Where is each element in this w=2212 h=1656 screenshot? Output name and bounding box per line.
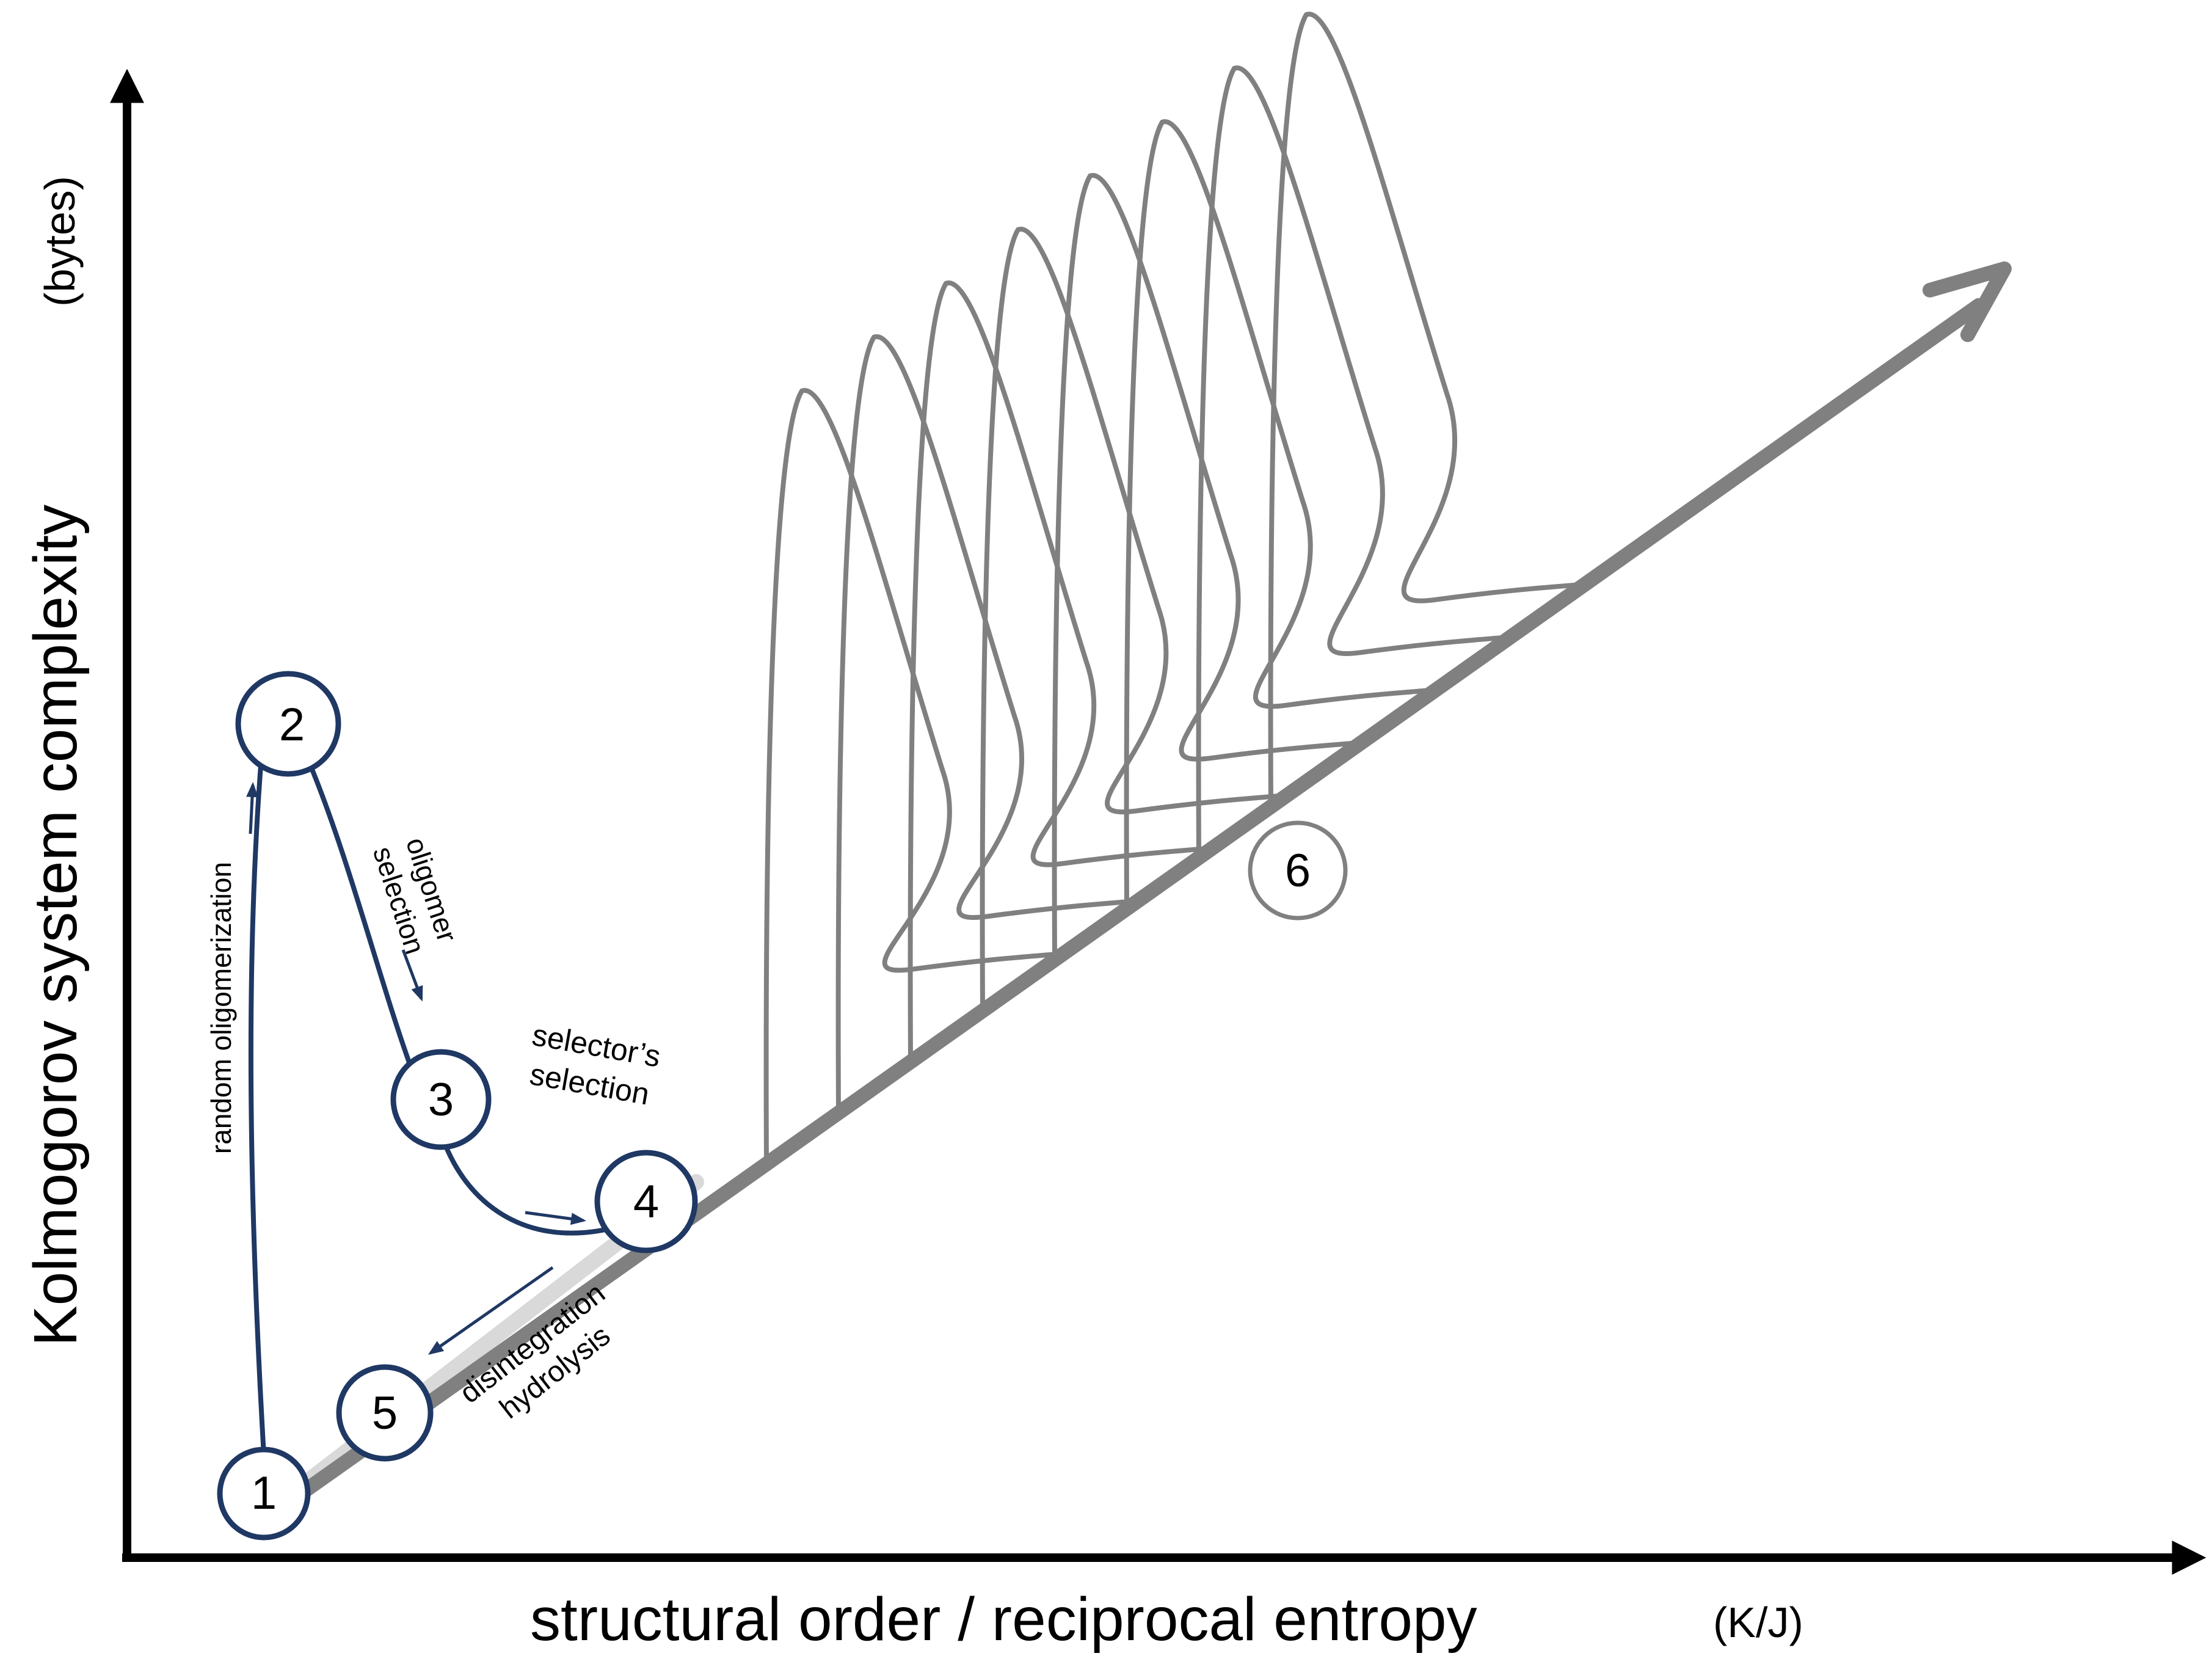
node-label-3: 3: [428, 1074, 454, 1126]
node-label-4: 4: [633, 1176, 659, 1228]
node-5: 5: [336, 1364, 434, 1462]
direction-arrows: [246, 782, 586, 1355]
curve-1-to-2: [248, 735, 291, 1456]
x-axis-title: structural order / reciprocal entropy: [530, 1585, 1477, 1654]
x-axis-unit: (K/J): [1713, 1599, 1803, 1646]
bell-curve-5: [1052, 173, 1358, 960]
arrow-up-icon: [246, 782, 258, 834]
node-2: 2: [235, 671, 341, 777]
node-label-2: 2: [279, 699, 305, 751]
bell-curves: [763, 12, 1582, 1164]
nodes: 1 2 3 4 5 6: [217, 671, 1348, 1541]
bell-curve-1: [763, 388, 1060, 1164]
node-label-5: 5: [372, 1387, 398, 1439]
bell-curve-2: [835, 334, 1135, 1113]
y-axis-unit: (bytes): [36, 176, 84, 307]
label-random-oligomerization: random oligomerization: [205, 862, 237, 1154]
arrow-right-icon: [525, 1211, 586, 1225]
bell-curve-3: [908, 280, 1209, 1062]
node-4: 4: [594, 1150, 698, 1253]
node-label-1: 1: [251, 1467, 277, 1519]
bell-curve-7: [1196, 65, 1507, 858]
arrow-up-right-icon: [1923, 261, 2012, 342]
node-6: 6: [1248, 820, 1348, 921]
node-1: 1: [217, 1446, 311, 1541]
axes: [110, 68, 2207, 1575]
arrow-down-right-icon: [401, 949, 423, 1002]
node-label-6: 6: [1285, 845, 1311, 897]
label-oligomer-selection: oligomer selection: [367, 833, 464, 958]
diagonal-main-segment: [298, 298, 1986, 1498]
node-3: 3: [390, 1049, 492, 1150]
bell-curve-8: [1268, 12, 1582, 807]
y-axis-title: Kolmogorov system complexity: [21, 505, 90, 1346]
curve-3-to-4: [438, 1132, 614, 1236]
bell-curve-6: [1124, 119, 1433, 909]
axis-titles: Kolmogorov system complexity (bytes) str…: [21, 176, 1803, 1654]
label-selectors-selection: selector’s selection: [527, 1018, 663, 1112]
bell-curve-4: [980, 227, 1284, 1011]
curve-2-to-3: [306, 759, 413, 1067]
arrow-down-left-icon: [427, 1266, 554, 1355]
